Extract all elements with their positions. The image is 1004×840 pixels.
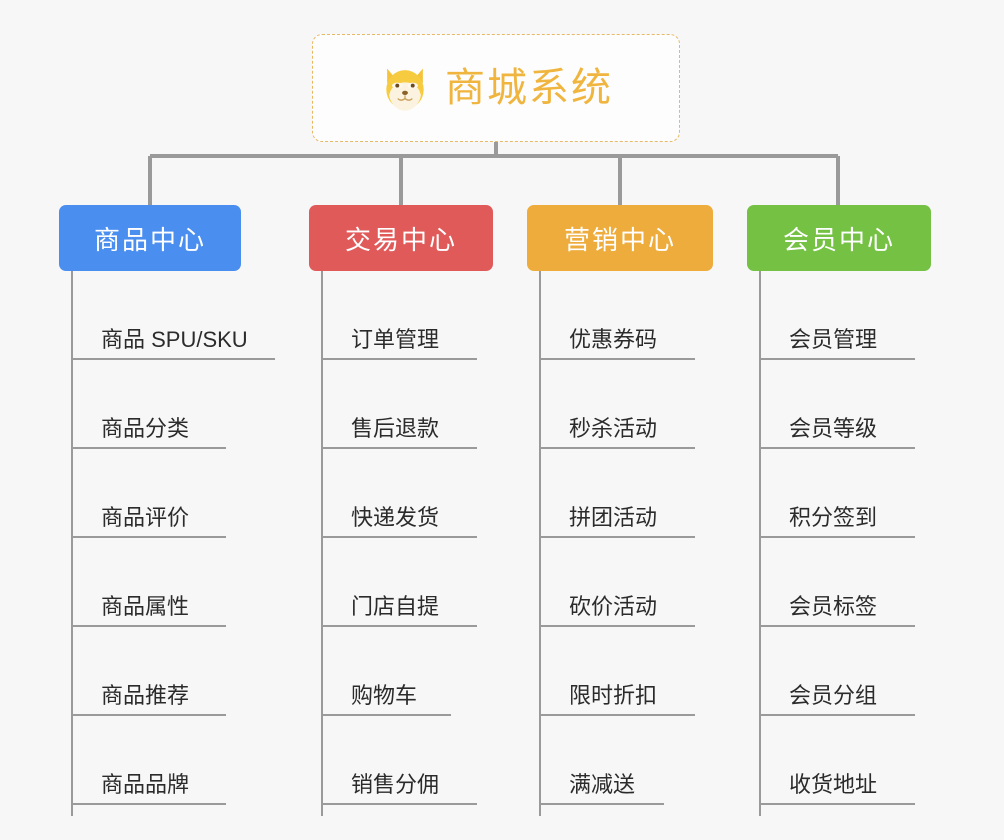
leaf-label: 快递发货 xyxy=(351,504,440,530)
leaf-node[interactable]: 门店自提 xyxy=(321,538,477,627)
leaf-label: 满减送 xyxy=(569,771,636,797)
leaf-node[interactable]: 限时折扣 xyxy=(539,627,695,716)
leaf-label: 订单管理 xyxy=(351,326,440,352)
root-title: 商城系统 xyxy=(445,66,613,110)
leaf-label: 拼团活动 xyxy=(569,504,658,530)
leaf-node[interactable]: 会员等级 xyxy=(759,360,915,449)
leaf-node[interactable]: 收货地址 xyxy=(759,716,915,805)
leaf-node[interactable]: 商品推荐 xyxy=(71,627,226,716)
leaf-node[interactable]: 会员管理 xyxy=(759,271,915,360)
leaf-label: 会员分组 xyxy=(789,682,878,708)
leaf-label: 优惠券码 xyxy=(569,326,658,352)
leaf-node[interactable]: 优惠券码 xyxy=(539,271,695,360)
branch-label: 会员中心 xyxy=(782,224,895,255)
leaf-node[interactable]: 商品评价 xyxy=(71,449,226,538)
branch-spine xyxy=(71,271,73,816)
branch-label: 交易中心 xyxy=(344,224,457,255)
leaf-node[interactable]: 售后退款 xyxy=(321,360,477,449)
leaf-label: 商品品牌 xyxy=(101,771,190,797)
leaf-node[interactable]: 商品分类 xyxy=(71,360,226,449)
leaf-label: 商品属性 xyxy=(101,593,190,619)
root-node[interactable]: 商城系统 xyxy=(312,34,680,142)
leaf-node[interactable]: 快递发货 xyxy=(321,449,477,538)
leaf-node[interactable]: 商品 SPU/SKU xyxy=(71,271,275,360)
leaf-node[interactable]: 会员分组 xyxy=(759,627,915,716)
leaf-label: 购物车 xyxy=(351,682,418,708)
branch-node-会员中心[interactable]: 会员中心 xyxy=(747,205,931,271)
branch-spine xyxy=(759,271,761,816)
branch-spine xyxy=(539,271,541,816)
dog-face-icon xyxy=(386,68,424,111)
leaf-label: 会员管理 xyxy=(789,326,878,352)
leaf-label: 商品 SPU/SKU xyxy=(101,326,248,352)
leaf-node[interactable]: 满减送 xyxy=(539,716,664,805)
branch-node-商品中心[interactable]: 商品中心 xyxy=(59,205,241,271)
leaf-label: 门店自提 xyxy=(351,593,440,619)
leaf-node[interactable]: 会员标签 xyxy=(759,538,915,627)
leaf-node[interactable]: 秒杀活动 xyxy=(539,360,695,449)
leaf-label: 销售分佣 xyxy=(351,771,440,797)
leaf-label: 会员等级 xyxy=(789,415,878,441)
leaf-label: 商品推荐 xyxy=(101,682,190,708)
leaf-label: 商品评价 xyxy=(101,504,190,530)
leaf-label: 秒杀活动 xyxy=(569,415,658,441)
leaf-label: 收货地址 xyxy=(789,771,878,797)
leaf-node[interactable]: 拼团活动 xyxy=(539,449,695,538)
leaf-node[interactable]: 销售分佣 xyxy=(321,716,477,805)
leaf-label: 限时折扣 xyxy=(569,682,658,708)
leaf-label: 砍价活动 xyxy=(569,593,658,619)
branch-label: 营销中心 xyxy=(563,224,676,255)
leaf-node[interactable]: 积分签到 xyxy=(759,449,915,538)
leaf-label: 会员标签 xyxy=(789,593,878,619)
leaf-label: 商品分类 xyxy=(101,415,190,441)
leaf-node[interactable]: 商品属性 xyxy=(71,538,226,627)
branch-spine xyxy=(321,271,323,816)
leaf-node[interactable]: 订单管理 xyxy=(321,271,477,360)
branch-node-营销中心[interactable]: 营销中心 xyxy=(527,205,713,271)
branch-node-交易中心[interactable]: 交易中心 xyxy=(309,205,493,271)
branch-label: 商品中心 xyxy=(93,224,206,255)
leaf-label: 积分签到 xyxy=(789,504,878,530)
leaf-node[interactable]: 购物车 xyxy=(321,627,451,716)
leaf-node[interactable]: 砍价活动 xyxy=(539,538,695,627)
leaf-node[interactable]: 商品品牌 xyxy=(71,716,226,805)
leaf-label: 售后退款 xyxy=(351,415,440,441)
